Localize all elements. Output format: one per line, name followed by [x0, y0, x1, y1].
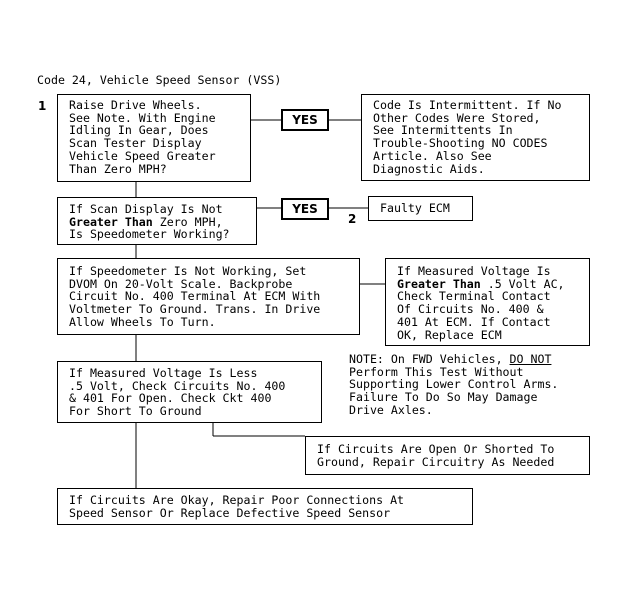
greater-line: Greater Than .5 Volt AC,	[397, 276, 565, 291]
speedometer-line: If Speedometer Is Not Working, Set	[69, 264, 307, 278]
step-number-1: 1	[38, 99, 47, 113]
note-line: Drive Axles.	[349, 402, 433, 417]
less-line: & 401 For Open. Check Ckt 400	[69, 391, 272, 406]
note-line: NOTE: On FWD Vehicles, DO NOT	[349, 353, 551, 366]
open-short-line: If Circuits Are Open Or Shorted To	[317, 442, 555, 456]
note-prefix: NOTE: On FWD Vehicles,	[349, 352, 510, 366]
step-1-line: Scan Tester Display	[69, 136, 202, 151]
page-title: Code 24, Vehicle Speed Sensor (VSS)	[37, 73, 282, 87]
intermittent-line: See Intermittents In	[373, 123, 513, 138]
greater-line: If Measured Voltage Is	[397, 264, 551, 278]
step-1-line: Vehicle Speed Greater	[69, 148, 216, 163]
note-line: Supporting Lower Control Arms.	[349, 377, 559, 392]
intermittent-result-box: Code Is Intermittent. If No Other Codes …	[361, 94, 590, 181]
faulty-ecm-box: Faulty ECM	[368, 196, 473, 221]
step-1-line: Idling In Gear, Does	[69, 123, 209, 138]
greater-emphasis: Greater Than	[397, 276, 481, 291]
greater-line: 401 At ECM. If Contact	[397, 314, 551, 329]
note-line: Failure To Do So May Damage	[349, 390, 538, 405]
okay-line: If Circuits Are Okay, Repair Poor Connec…	[69, 493, 405, 507]
circuits-okay-result-box: If Circuits Are Okay, Repair Poor Connec…	[57, 488, 473, 525]
step-2-line: Greater Than Zero MPH,	[69, 214, 223, 229]
speedometer-check-box: If Speedometer Is Not Working, Set DVOM …	[57, 258, 360, 335]
greater-line-rest: .5 Volt AC,	[480, 276, 565, 291]
step-1-line: See Note. With Engine	[69, 110, 216, 125]
step-2-line-rest: Zero MPH,	[152, 214, 223, 229]
greater-line: Check Terminal Contact	[397, 289, 551, 304]
speedometer-line: Circuit No. 400 Terminal At ECM With	[69, 289, 321, 304]
intermittent-line: Code Is Intermittent. If No	[373, 98, 562, 112]
greater-voltage-result-box: If Measured Voltage Is Greater Than .5 V…	[385, 258, 590, 346]
step-number-2: 2	[348, 212, 357, 226]
speedometer-line: Allow Wheels To Turn.	[69, 314, 216, 329]
step-2-line: If Scan Display Is Not	[69, 202, 223, 216]
intermittent-line: Other Codes Were Stored,	[373, 110, 541, 125]
intermittent-line: Trouble-Shooting NO CODES	[373, 136, 548, 151]
less-line: For Short To Ground	[69, 404, 202, 419]
okay-line: Speed Sensor Or Replace Defective Speed …	[69, 505, 391, 520]
less-voltage-result-box: If Measured Voltage Is Less .5 Volt, Che…	[57, 361, 322, 423]
note-warning: DO NOT	[509, 352, 552, 366]
step-1-line: Than Zero MPH?	[69, 161, 167, 176]
intermittent-line: Article. Also See	[373, 148, 492, 163]
note-line: Perform This Test Without	[349, 364, 524, 379]
greater-line: OK, Replace ECM	[397, 327, 502, 342]
open-short-result-box: If Circuits Are Open Or Shorted To Groun…	[305, 436, 590, 475]
step-1-line: Raise Drive Wheels.	[69, 98, 202, 112]
step-1-question-box: Raise Drive Wheels. See Note. With Engin…	[57, 94, 251, 182]
yes-label-2: YES	[281, 198, 329, 220]
less-line: .5 Volt, Check Circuits No. 400	[69, 378, 286, 393]
yes-label-1: YES	[281, 109, 329, 131]
intermittent-line: Diagnostic Aids.	[373, 161, 485, 176]
step-2-question-box: If Scan Display Is Not Greater Than Zero…	[57, 197, 257, 245]
speedometer-line: Voltmeter To Ground. Trans. In Drive	[69, 302, 321, 317]
less-line: If Measured Voltage Is Less	[69, 366, 258, 380]
step-2-emphasis: Greater Than	[69, 214, 153, 229]
greater-line: Of Circuits No. 400 &	[397, 302, 544, 317]
speedometer-line: DVOM On 20-Volt Scale. Backprobe	[69, 276, 293, 291]
open-short-line: Ground, Repair Circuitry As Needed	[317, 454, 555, 469]
faulty-ecm-text: Faulty ECM	[380, 201, 450, 215]
step-2-line: Is Speedometer Working?	[69, 227, 230, 242]
